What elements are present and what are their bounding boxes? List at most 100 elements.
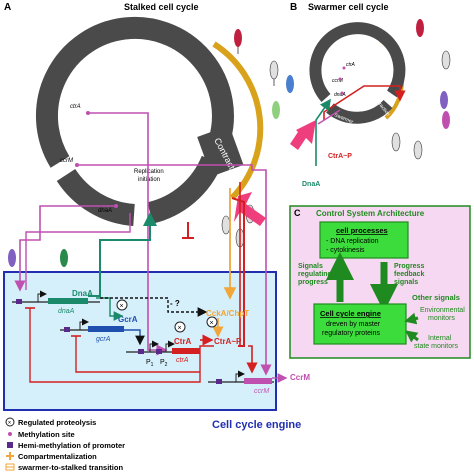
legend-label: swarmer-to-stalked transition (18, 463, 123, 472)
dnaA-protein-label: DnaA (72, 289, 93, 298)
svg-text:×: × (120, 303, 124, 310)
ctra-p-red-inhibit (238, 182, 241, 347)
env-arrow (404, 312, 419, 325)
legend-label: Methylation site (18, 430, 75, 439)
p1-label: P1 (146, 359, 154, 368)
gcrA-to-ctrA (124, 329, 145, 346)
env-line2: monitors (428, 315, 455, 322)
cell-icon (221, 215, 231, 235)
ring-a-replication: Replication (116, 70, 170, 82)
signals-regulating-1: Signals (298, 263, 323, 270)
magenta-from-ring (25, 213, 131, 290)
cell-process-2: - cytokinesis (326, 247, 365, 254)
unknown-label: - ? (170, 299, 180, 308)
ctrap-inhibit-gcrA (75, 336, 200, 373)
panel-b-letter: B (290, 2, 297, 13)
cell-icon (416, 19, 424, 37)
proteolysis-icon: × (206, 316, 218, 328)
signals-regulating-3: progress (298, 279, 328, 286)
proteolysis-icon: × (174, 321, 186, 333)
panel-c-letter: C (294, 208, 301, 218)
cell-icon (272, 101, 280, 119)
gold-arc-a (212, 41, 264, 201)
methylation-dot (342, 66, 346, 70)
ring-a (35, 16, 244, 226)
engine-control-line2: regulatory proteins (322, 330, 380, 337)
gcrA-gene-block (60, 318, 124, 332)
env-line1: Environmental (420, 307, 465, 314)
cell-icon (442, 111, 450, 129)
dnaA-gene-label: dnaA (58, 308, 75, 315)
cell-icon (8, 249, 16, 267)
internal-arrow (405, 330, 419, 343)
ctra-label: CtrA (174, 337, 192, 346)
dnaA-green-line (88, 212, 157, 297)
ring-a-ctrA: ctrA (70, 104, 81, 110)
engine-box-title: Cell cycle engine (212, 419, 301, 431)
cell-process-1: - DNA replication (326, 238, 379, 245)
ring-b-ctrA: ctrA (346, 62, 356, 68)
methylation-dot (338, 77, 342, 81)
cell-icon (234, 29, 242, 47)
b-dnaa-label: DnaA (302, 181, 320, 188)
progress-feedback-2: feedback (394, 271, 424, 278)
b-ctra-red-line (323, 85, 406, 120)
ctrA-gene-label: ctrA (176, 357, 189, 364)
ring-a-dnaA: dnaA (98, 208, 112, 214)
dnaA-magenta-line (14, 205, 116, 292)
b-pink-line (317, 109, 341, 125)
legend-hemi-icon (7, 442, 13, 448)
engine-control-title: Cell cycle engine (320, 309, 381, 318)
cell-processes-title: cell processes (336, 226, 388, 235)
ctrA-gene-block (126, 340, 200, 354)
legend-label: Regulated proteolysis (18, 418, 96, 427)
svg-text:×: × (210, 320, 214, 327)
gcrA-protein-label: GcrA (118, 315, 138, 324)
cell-icon (391, 132, 401, 152)
svg-text:×: × (178, 325, 182, 332)
ckka-label: CckA/ChpT (206, 309, 249, 318)
cell-icon (269, 60, 279, 80)
dnaA-unknown-dashed (100, 297, 208, 317)
legend-label: Compartmentalization (18, 452, 97, 461)
replication-initiation-line2: initiation (138, 177, 160, 183)
ccrM-magenta-line (77, 164, 272, 376)
cell-icon (286, 75, 294, 93)
panel-b-title: Swarmer cell cycle (308, 2, 389, 12)
legend-dot-icon (8, 432, 12, 436)
internal-line2: state monitors (414, 343, 458, 350)
cell-icon (413, 140, 423, 160)
panel-a-title: Stalked cell cycle (124, 2, 199, 12)
cell-icons (8, 19, 451, 267)
ccrm-gene-label: ccrM (254, 388, 269, 395)
internal-line1: Internal (428, 335, 452, 342)
ctrap-inhibit-dnaA (29, 308, 214, 383)
ring-b-replication: Replication (341, 41, 371, 47)
ccrM-gene-block (208, 370, 274, 384)
engine-control-line1: dreven by master (326, 321, 381, 328)
ctra-p-label: CtrA~P (214, 337, 242, 346)
methylation-dot (340, 91, 344, 95)
cell-icon (441, 50, 451, 70)
svg-text:×: × (8, 421, 12, 427)
cell-icon (60, 249, 68, 267)
gcrA-gene-label: gcrA (96, 336, 111, 343)
p2-label: P2 (160, 359, 168, 368)
b-pink-transition-arrow (290, 120, 316, 150)
ccrm-protein-label: CcrM (290, 373, 310, 382)
panel-c-title: Control System Architecture (316, 209, 425, 218)
ring-b-ccrM: ccrM (332, 78, 344, 84)
replication-initiation-line1: Replication (134, 169, 164, 175)
dnaA-gene-block (12, 290, 100, 304)
proteolysis-icon: × (116, 299, 128, 311)
signals-regulating-2: regulating (298, 271, 332, 278)
ring-a-ccrM: ccrM (60, 158, 73, 164)
panel-a-letter: A (4, 2, 11, 13)
ctrap-to-ccrm (246, 345, 258, 374)
progress-feedback-3: signals (394, 279, 418, 286)
other-signals-label: Other signals (412, 293, 460, 302)
ctra-p-red-to-ring (231, 197, 245, 347)
legend-proteolysis-icon: × (5, 417, 15, 427)
